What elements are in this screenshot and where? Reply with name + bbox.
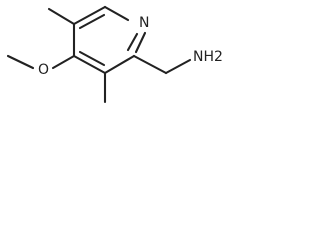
ring-nitrogen-label: N: [139, 15, 149, 31]
bond-ch2-amine: [164, 58, 192, 75]
bond-oxygen-methyl: [6, 54, 35, 70]
bond-n-c2-inner: [126, 32, 139, 52]
bond-c3-c4-inner: [78, 50, 106, 67]
bond-c3-c4: [72, 54, 107, 75]
bond-c5-c6-inner: [78, 13, 106, 30]
bond-c2-ch2: [132, 54, 168, 75]
bond-c2-c3: [103, 54, 136, 75]
bond-c5-methyl: [47, 7, 76, 26]
amine-label: NH2: [193, 49, 223, 65]
methoxy-oxygen-label: O: [38, 62, 49, 78]
structural-formula: N O NH2: [6, 5, 223, 104]
bond-c5-c6: [72, 5, 107, 26]
bond-c6-n: [103, 5, 130, 22]
bond-n-c2: [134, 31, 147, 54]
bond-c4-oxygen: [51, 54, 76, 70]
